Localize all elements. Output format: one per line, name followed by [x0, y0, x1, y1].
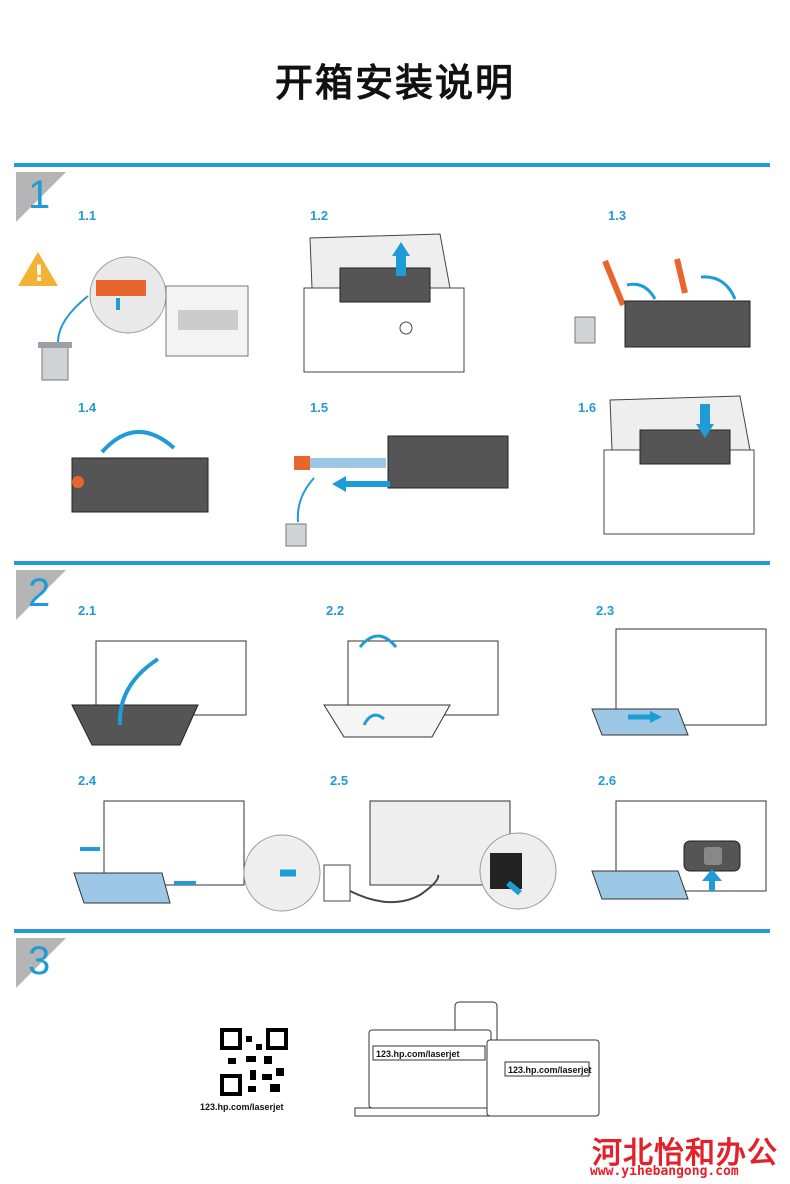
step-1-6-illustration — [603, 395, 755, 535]
step-label: 1.2 — [310, 208, 329, 223]
step-label: 2.5 — [330, 773, 349, 788]
trash-bin-icon — [285, 523, 307, 547]
qr-code — [220, 1028, 288, 1096]
step-1-4-illustration — [71, 430, 209, 513]
step-2-1-illustration — [71, 640, 247, 746]
power-socket-icon — [490, 853, 522, 889]
laptop-icon — [368, 1029, 492, 1109]
devices-illustration — [354, 1001, 600, 1117]
trash-bin-icon — [574, 316, 596, 344]
step-label: 1.6 — [578, 400, 597, 415]
step-label: 1.3 — [608, 208, 627, 223]
step-label: 1.4 — [78, 400, 97, 415]
step-2-3-illustration — [591, 628, 767, 736]
section-number: 3 — [28, 939, 51, 983]
step-1-3-illustration — [574, 258, 751, 348]
step-label: 1.1 — [78, 208, 97, 223]
wall-outlet-icon — [323, 864, 351, 902]
section-marker — [16, 172, 66, 222]
step-label: 1.5 — [310, 400, 329, 415]
qr-caption: 123.hp.com/laserjet — [200, 1102, 284, 1112]
watermark-site: www.yihebangong.com — [590, 1164, 739, 1179]
step-2-4-illustration — [73, 800, 321, 912]
section-divider — [14, 163, 770, 167]
section-marker — [16, 570, 66, 620]
trash-bin-icon — [41, 345, 69, 381]
laptop-url: 123.hp.com/laserjet — [376, 1049, 460, 1059]
section-divider — [14, 561, 770, 565]
warning-icon — [18, 252, 58, 286]
tablet-url: 123.hp.com/laserjet — [508, 1065, 592, 1075]
tablet-icon — [486, 1039, 600, 1117]
step-label: 2.3 — [596, 603, 615, 618]
section-number: 1 — [28, 173, 51, 217]
page-title: 开箱安装说明 — [274, 61, 515, 105]
watermark-brand: 河北怡和办公 — [592, 1136, 778, 1171]
section-marker — [16, 938, 66, 988]
step-2-5-illustration — [323, 800, 557, 910]
step-1-1-illustration: ! — [18, 252, 249, 381]
step-1-2-illustration — [303, 233, 465, 373]
step-label: 2.1 — [78, 603, 97, 618]
section-number: 2 — [28, 571, 51, 615]
step-2-6-illustration — [591, 800, 767, 900]
step-label: 2.2 — [326, 603, 345, 618]
step-label: 2.6 — [598, 773, 617, 788]
step-2-2-illustration — [323, 634, 499, 738]
svg-text:!: ! — [34, 262, 44, 287]
step-1-5-illustration — [285, 435, 509, 547]
power-button-icon — [704, 847, 722, 865]
step-label: 2.4 — [78, 773, 97, 788]
section-divider — [14, 929, 770, 933]
